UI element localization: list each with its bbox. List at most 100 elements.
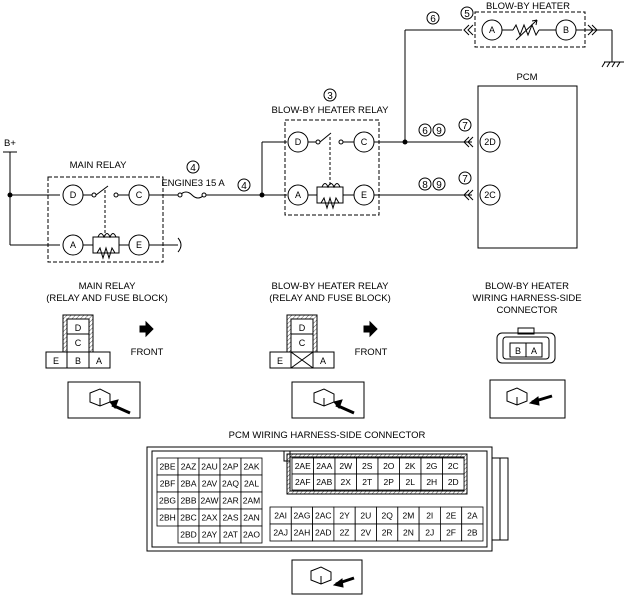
fuse-circle: 4 xyxy=(186,160,200,174)
blowby-relay-caption-1: BLOW-BY HEATER RELAY xyxy=(271,281,389,292)
heater-connector-caption-3: CONNECTOR xyxy=(496,305,557,316)
pin-label: 2AZ xyxy=(181,462,197,472)
heater-wire-circle: 6 xyxy=(426,11,440,25)
wire-break xyxy=(177,237,182,253)
pin-label: 2AA xyxy=(316,461,332,471)
pin-label: 2G xyxy=(426,461,437,471)
pin-label: 2S xyxy=(362,461,373,471)
blowby-conn-e: E xyxy=(277,356,283,366)
main-relay-pin-c: C xyxy=(136,190,143,200)
pin-label: 2AK xyxy=(243,462,259,472)
pin-label: 2H xyxy=(426,477,437,487)
pin-label: 2BE xyxy=(159,462,175,472)
blowby-relay-view-icon xyxy=(291,381,365,419)
pin-label: 2D xyxy=(448,477,459,487)
fuse-label: ENGINE3 15 A xyxy=(161,178,225,189)
blowby-relay-caption-2: (RELAY AND FUSE BLOCK) xyxy=(269,293,391,304)
pin-label: 2V xyxy=(361,528,372,538)
junction-circle: 4 xyxy=(237,178,251,192)
pcm-view-icon xyxy=(291,559,363,595)
svg-text:4: 4 xyxy=(190,163,196,174)
heater-conn-a: A xyxy=(531,346,537,356)
pin-label: 2Q xyxy=(381,511,393,521)
svg-text:9: 9 xyxy=(436,180,442,191)
pin-label: 2AN xyxy=(243,513,260,523)
heater-pin-b: B xyxy=(563,25,569,35)
pin-label: 2P xyxy=(384,477,395,487)
pin-label: 2BB xyxy=(180,496,196,506)
heater-connector xyxy=(489,327,566,419)
main-conn-b: B xyxy=(75,356,81,366)
bplus-wire xyxy=(3,151,60,246)
pin-label: 2AB xyxy=(316,477,332,487)
pin-label: 2Z xyxy=(340,528,350,538)
blowby-conn-c: C xyxy=(299,338,306,348)
relay-c-wire xyxy=(374,29,472,196)
main-conn-e: E xyxy=(53,356,59,366)
heater-conn-b: B xyxy=(515,346,521,356)
pin-label: 2K xyxy=(405,461,416,471)
heater-connector-caption-2: WIRING HARNESS-SIDE xyxy=(472,293,581,304)
bplus-label: B+ xyxy=(4,138,16,149)
pin-label: 2BC xyxy=(180,513,197,523)
pin-label: 2AM xyxy=(243,496,260,506)
pin-label: 2M xyxy=(403,511,415,521)
fuse-wire xyxy=(149,141,287,199)
blowby-conn-a: A xyxy=(320,356,326,366)
pin-label: 2O xyxy=(383,461,395,471)
svg-text:3: 3 xyxy=(327,91,333,102)
pin-label: 2E xyxy=(446,511,457,521)
svg-text:6: 6 xyxy=(422,126,428,137)
pin-label: 2C xyxy=(448,461,459,471)
pcm-title: PCM xyxy=(516,72,537,83)
heater-connector-caption-1: BLOW-BY HEATER xyxy=(485,281,569,292)
main-relay xyxy=(47,176,164,263)
main-conn-c: C xyxy=(75,338,82,348)
pin-cell xyxy=(461,523,484,542)
pin-label: 2AV xyxy=(202,479,218,489)
svg-text:4: 4 xyxy=(241,181,247,192)
main-relay-view-icon xyxy=(67,381,141,419)
blowby-relay-title: BLOW-BY HEATER RELAY xyxy=(271,105,389,116)
pin-label: 2R xyxy=(382,528,393,538)
pin-label: 2AH xyxy=(294,528,311,538)
main-relay-connector xyxy=(45,314,111,369)
main-relay-caption-1: MAIN RELAY xyxy=(79,281,137,292)
blowby-conn-d: D xyxy=(299,323,306,333)
svg-text:6: 6 xyxy=(430,14,436,25)
svg-text:8: 8 xyxy=(422,180,428,191)
pcm-pin-2c: 2C xyxy=(484,190,496,200)
pin-label: 2AI xyxy=(274,511,287,521)
main-relay-title: MAIN RELAY xyxy=(70,160,128,171)
svg-text:5: 5 xyxy=(464,9,470,20)
blowby-heater-relay xyxy=(284,119,380,216)
pin-label: 2T xyxy=(362,477,372,487)
main-relay-pin-d: D xyxy=(70,190,77,200)
pin-label: 2W xyxy=(339,461,352,471)
pin-label: 2AC xyxy=(315,511,332,521)
front-label-2: FRONT xyxy=(355,347,388,358)
pin-label: 2B xyxy=(467,528,478,538)
main-relay-caption-2: (RELAY AND FUSE BLOCK) xyxy=(46,293,168,304)
pin-label: 2AL xyxy=(244,479,259,489)
pin-label: 2AJ xyxy=(273,528,288,538)
pin-label: 2BD xyxy=(180,530,197,540)
pin-label: 2AP xyxy=(222,462,238,472)
front-arrow xyxy=(139,320,154,338)
pin-cell xyxy=(442,473,465,491)
svg-text:7: 7 xyxy=(462,121,468,132)
pin-label: 2L xyxy=(406,477,416,487)
heater-pin-a: A xyxy=(489,25,495,35)
heater-title: BLOW-BY HEATER xyxy=(486,1,570,12)
pin-label: 2F xyxy=(446,528,456,538)
pcm-pin-2d: 2D xyxy=(484,137,496,147)
pcm-connector-title: PCM WIRING HARNESS-SIDE CONNECTOR xyxy=(229,430,426,441)
pin-label: 2AE xyxy=(295,461,311,471)
pin-label: 2AF xyxy=(295,477,311,487)
pin-label: 2AR xyxy=(222,496,239,506)
blowby-relay-pin-d: D xyxy=(295,137,302,147)
blowby-relay-pin-a: A xyxy=(295,190,301,200)
pin-label: 2AG xyxy=(293,511,310,521)
main-relay-pin-a: A xyxy=(70,240,76,250)
